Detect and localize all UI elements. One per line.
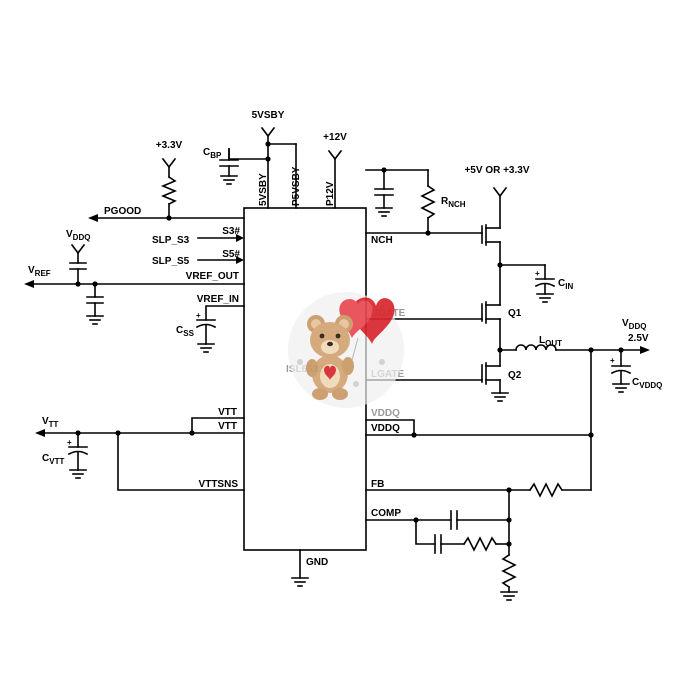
lout-inductor [515,344,557,351]
net-slp-s3-label: SLP_S3 [152,235,190,246]
pgood-pullup-resistor [160,175,178,206]
ground-cbp-icon [220,175,238,185]
pin-nch: NCH [371,235,393,246]
net-3v3-label: +3.3V [156,140,183,151]
power-arrow-12v [327,149,343,161]
vref-label: VREF [28,265,51,278]
pin-p12v: P12V [325,181,336,206]
pin-vddq-1: VDDQ [371,408,400,419]
pgood-arrow-icon [88,214,98,222]
cin-label: CIN [558,278,573,291]
junction-comp-fb [506,517,512,523]
junction-vref-1 [75,281,81,287]
ground-cvtt-icon [69,469,87,479]
vref-arrow-icon [24,280,34,288]
power-arrow-3v3 [161,157,177,169]
comp-cap-1 [450,510,458,530]
vref-capacitor [86,283,104,317]
ground-ic-icon [291,577,309,587]
ground-fb-icon [500,591,518,601]
slp-s3-arrow-icon [236,234,244,242]
comp-cap-2 [434,534,442,554]
cin-plus: + [535,269,540,278]
cbp-capacitor-plates [219,159,239,177]
cbp-label: CBP [203,147,222,160]
cin-capacitor [534,264,556,295]
vddq-left-label: VDDQ [66,229,90,242]
wire-vddq-pin1 [365,419,415,436]
wire-vtt-pin1 [191,417,245,434]
pin-5vsby: 5VSBY [258,173,269,206]
cvtt-capacitor [67,432,89,471]
ground-css-icon [197,343,215,353]
pin-vttsns: VTTSNS [199,479,239,490]
net-slp-s5-label: SLP_S5 [152,256,190,267]
top-capacitor [374,169,394,209]
q1-label: Q1 [508,308,522,319]
vtt-label: VTT [42,416,59,429]
cvtt-plus: + [67,438,72,447]
cvddq-label: CVDDQ [632,377,662,390]
pin-s5: S5# [222,249,240,260]
pin-vtt-2: VTT [218,421,237,432]
slp-s5-arrow-icon [236,256,244,264]
vddq-output-label: VDDQ [622,318,646,331]
vddq-left-capacitor [69,262,87,285]
cvddq-plus: + [610,356,615,365]
nch-mosfet [481,224,501,268]
pin-vref-in: VREF_IN [197,294,239,305]
vtt-arrow-icon [35,429,45,437]
css-capacitor [195,319,217,345]
q2-label: Q2 [508,370,522,381]
net-12v-label: +12V [323,132,347,143]
css-plus: + [196,311,201,320]
junction-pgood [166,215,172,221]
css-label: CSS [176,325,195,338]
net-5vsby-label: 5VSBY [252,110,285,121]
fb-lower-resistor [501,553,517,589]
cvtt-label: CVTT [42,453,64,466]
pin-s3: S3# [222,226,240,237]
lout-label: LOUT [539,335,562,348]
junction-vddq-pins [411,432,417,438]
power-arrow-5v-or-3v3 [492,186,508,198]
junction-vtt-pins [189,430,195,436]
rnch-label: RNCH [441,196,466,209]
comp-resistor [462,536,498,552]
net-pgood-label: PGOOD [104,206,141,217]
cvddq-capacitor [610,349,632,385]
q1-mosfet [481,266,501,351]
power-arrow-vddq-left [70,243,86,255]
q2-mosfet [481,349,501,394]
wire-vttsns [117,432,245,491]
pin-comp: COMP [371,508,401,519]
pin-gnd: GND [306,557,328,568]
power-arrow-5vsby [260,126,276,138]
ground-q2-icon [491,392,509,402]
net-5v-or-3v3-label: +5V OR +3.3V [464,165,529,176]
pin-vref-out: VREF_OUT [186,271,239,282]
ground-vref-icon [86,315,104,325]
rnch-resistor [420,184,436,220]
fb-upper-resistor [528,482,564,498]
junction-comp-res [506,541,512,547]
pin-fb: FB [371,479,384,490]
vddq-output-arrow-icon [640,346,650,354]
wire-vref-in [205,305,245,321]
ground-cin-icon [536,293,554,303]
teddy-bear-heart-icon [288,292,404,408]
junction-vddq-sense [588,432,594,438]
pin-vtt-1: VTT [218,407,237,418]
junction-nch [425,230,431,236]
vddq-value-label: 2.5V [628,333,649,344]
pin-vddq-2: VDDQ [371,423,400,434]
ground-top-cap-icon [375,207,393,217]
wire-comp-lower [415,519,436,545]
ground-cvddq-icon [612,383,630,393]
junction-5vsby [265,141,271,147]
